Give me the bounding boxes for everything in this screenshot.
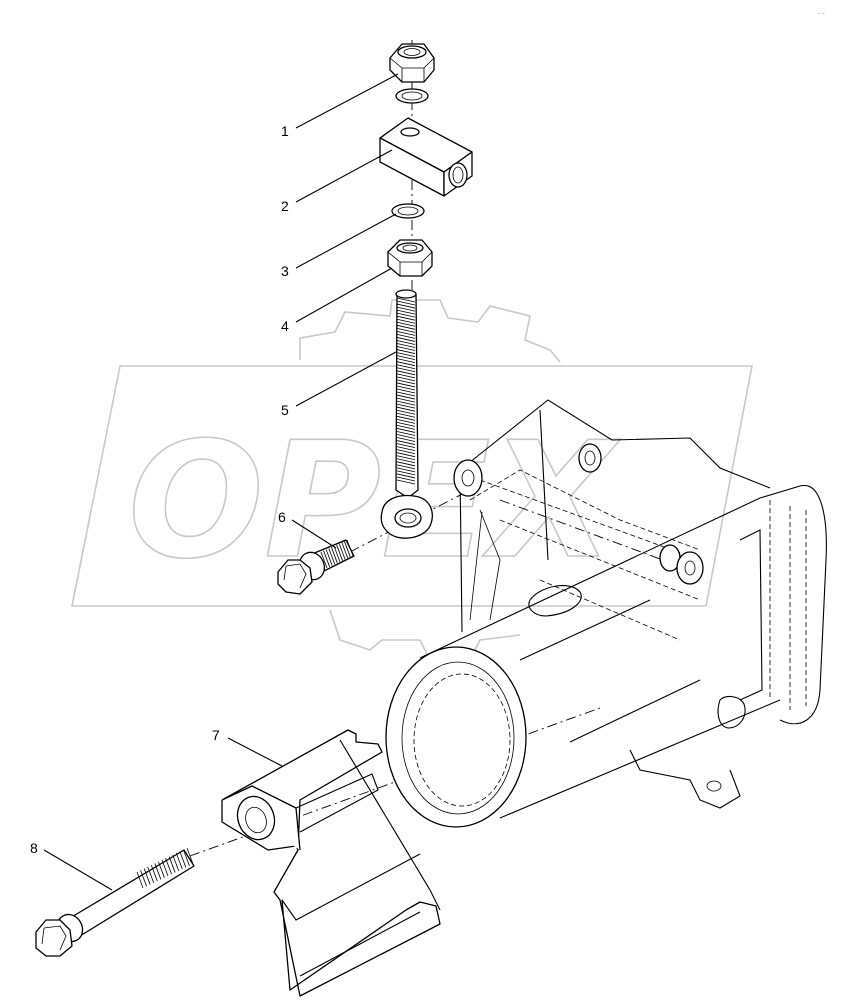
part-7-bracket[interactable] xyxy=(221,729,441,997)
part-5-eye-bolt[interactable] xyxy=(380,289,433,539)
callout-leaders xyxy=(43,73,399,891)
callout-2: 2 xyxy=(281,198,289,214)
watermark-gear-bottom xyxy=(329,609,521,661)
housing-assembly[interactable] xyxy=(385,399,827,828)
callout-5: 5 xyxy=(281,402,289,418)
part-4-hex-nut[interactable] xyxy=(387,239,433,277)
callout-4: 4 xyxy=(281,318,289,334)
callout-3: 3 xyxy=(281,263,289,279)
part-6-flange-bolt[interactable] xyxy=(277,539,355,595)
corner-mark: _ _ xyxy=(817,8,825,14)
part-1-hex-nut[interactable] xyxy=(389,43,435,83)
watermark-text: OPEX xyxy=(128,407,621,594)
callout-8: 8 xyxy=(30,840,38,856)
part-2-block[interactable] xyxy=(379,117,473,197)
callout-1: 1 xyxy=(281,123,289,139)
callout-6: 6 xyxy=(278,509,286,525)
housing-pin-centerline xyxy=(499,499,691,571)
part-8-flange-bolt[interactable] xyxy=(35,847,195,957)
callout-7: 7 xyxy=(212,727,220,743)
part-3-washer[interactable] xyxy=(391,203,425,219)
watermark-gear-top xyxy=(299,299,561,363)
opex-watermark: OPEX xyxy=(71,299,753,661)
part-1-washer[interactable] xyxy=(395,88,429,104)
watermark-frame xyxy=(71,365,753,607)
bolt8-centerline xyxy=(189,707,601,857)
callout-labels: 1 2 3 4 5 6 7 8 xyxy=(30,123,289,856)
